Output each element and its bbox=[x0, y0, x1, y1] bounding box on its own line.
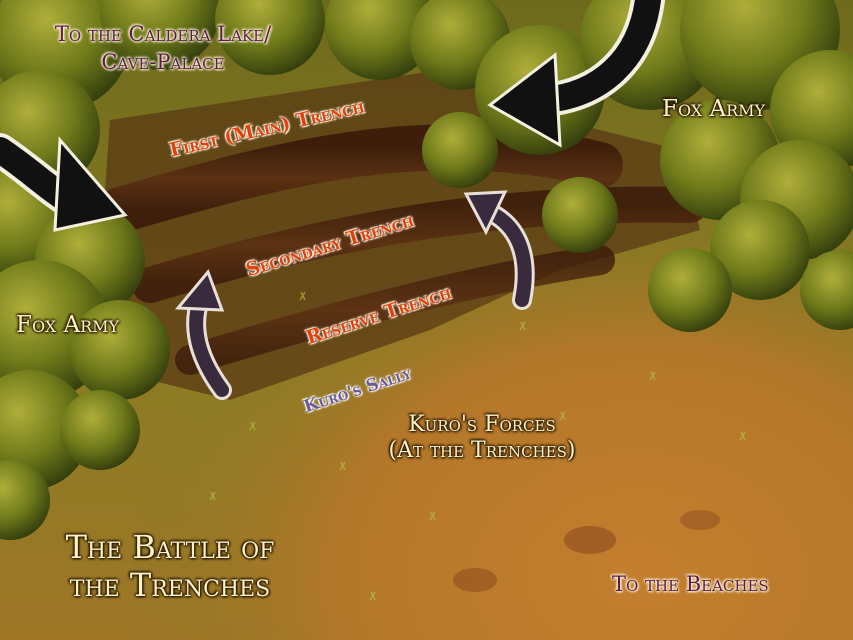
mud-patch bbox=[680, 510, 720, 530]
forest-left bbox=[0, 70, 170, 540]
sally-arrow-icon bbox=[174, 269, 232, 400]
sally-arrow-icon bbox=[463, 190, 535, 310]
kuros-forces-line2: (At the Trenches) bbox=[388, 438, 576, 463]
map-title-line1: The Battle of bbox=[65, 528, 275, 566]
mud-patch bbox=[453, 568, 497, 592]
grass-tufts bbox=[209, 291, 746, 601]
caldera-label-line1: To the Caldera Lake/ bbox=[54, 22, 272, 46]
map-title-line2: the Trenches bbox=[69, 566, 271, 604]
beaches-label: To the Beaches bbox=[612, 572, 769, 596]
map-title: The Battle of the Trenches bbox=[40, 528, 300, 604]
fox-army-left-label: Fox Army bbox=[16, 312, 120, 338]
attack-arrow-icon bbox=[0, 133, 128, 232]
forest-right bbox=[542, 100, 853, 332]
caldera-lake-label: To the Caldera Lake/ Cave-Palace bbox=[18, 20, 308, 76]
kuros-forces-label: Kuro's Forces (At the Trenches) bbox=[352, 412, 612, 464]
mud-patch bbox=[564, 526, 616, 554]
cave-palace-label: Cave-Palace bbox=[101, 50, 225, 74]
attack-arrow-icon bbox=[487, 0, 665, 148]
kuros-forces-line1: Kuro's Forces bbox=[408, 412, 556, 437]
fox-army-right-label: Fox Army bbox=[662, 96, 766, 122]
reserve-trench-line bbox=[175, 245, 615, 375]
